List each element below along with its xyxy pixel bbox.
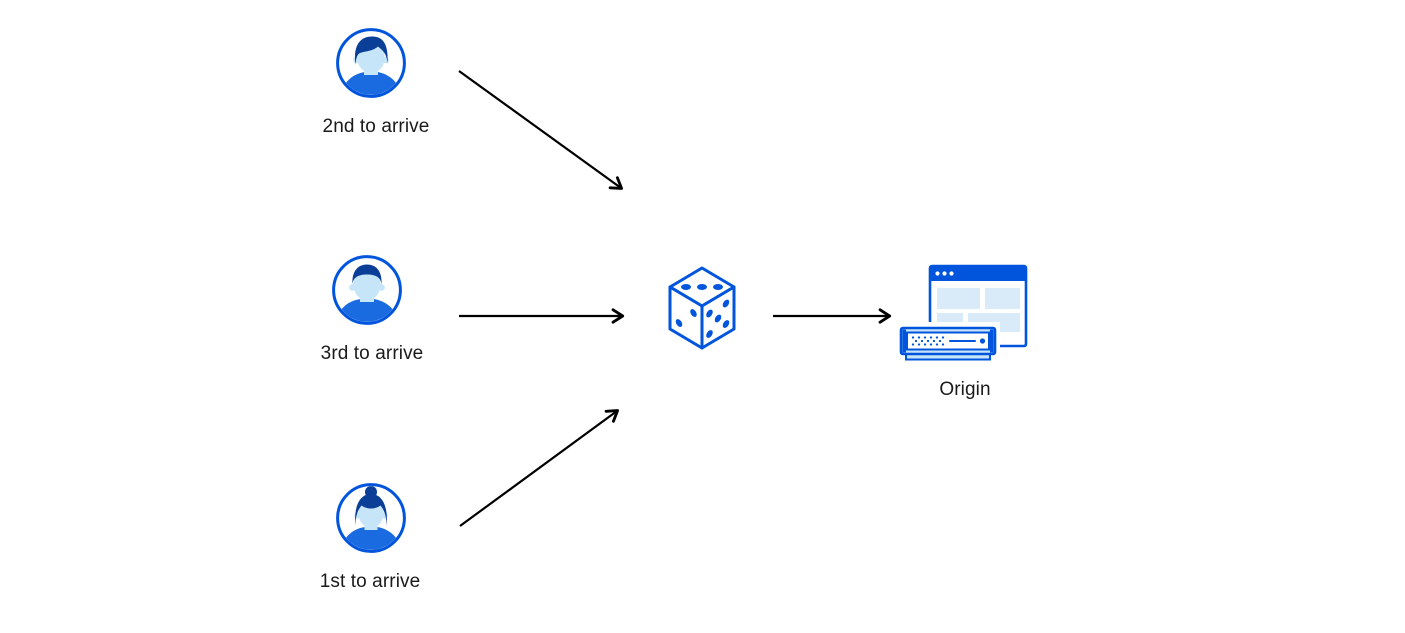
user-label-2nd: 2nd to arrive — [322, 116, 430, 137]
user-node-3rd: 3rd to arrive — [321, 254, 423, 364]
dice-icon — [668, 266, 736, 350]
server-unit — [896, 322, 1000, 362]
dice-node — [666, 264, 738, 357]
user-label-1st: 1st to arrive — [319, 571, 421, 592]
server-vent-dots — [911, 336, 945, 346]
arrow-user1st-to-dice — [459, 409, 619, 527]
user-node-1st: 1st to arrive — [320, 482, 420, 592]
woman-bun-avatar-icon — [336, 483, 406, 553]
origin-browser-server-icon — [896, 264, 1028, 362]
man-quiff-avatar-icon — [336, 28, 406, 98]
user-node-2nd: 2nd to arrive — [323, 27, 429, 137]
man-short-hair-avatar-icon — [332, 255, 402, 325]
arrow-user2nd-to-dice — [458, 70, 624, 190]
origin-label: Origin — [939, 379, 991, 400]
user-label-3rd: 3rd to arrive — [320, 343, 424, 364]
origin-node: Origin — [896, 256, 1030, 400]
